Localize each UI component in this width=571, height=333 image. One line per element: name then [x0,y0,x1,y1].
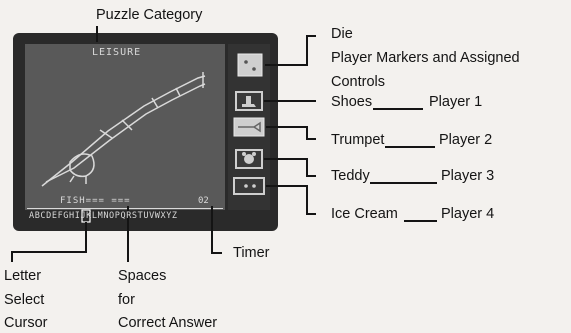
marker-name-ice-cream: Ice Cream [331,206,398,222]
marker-player-4: Player 4 [441,206,495,222]
die-icon [237,53,263,77]
letter-select-label-3: Cursor [4,315,48,331]
marker-name-teddy: Teddy [331,168,370,184]
ice-cream-icon [233,177,265,195]
callout-lines [11,26,437,262]
spaces-label-2: for [118,292,135,308]
marker-name-trumpet: Trumpet [331,132,385,148]
die-label: Die [331,26,353,42]
teddy-icon [235,149,263,169]
alphabet-divider [27,208,223,209]
letter-select-label-2: Select [4,292,45,308]
screen-category-label: LEISURE [92,47,142,58]
player-markers-label-2: Controls [331,74,385,90]
letter-select-label-1: Letter [4,268,42,284]
game-screen [25,44,225,210]
timer-label: Timer [233,245,270,261]
marker-player-3: Player 3 [441,168,495,184]
marker-player-2: Player 2 [439,132,493,148]
trumpet-icon [233,117,265,137]
spaces-label-3: Correct Answer [118,315,218,331]
spaces-label-1: Spaces [118,268,167,284]
marker-name-shoes: Shoes [331,94,373,110]
puzzle-picture [41,72,206,187]
player-markers-label-1: Player Markers and Assigned [331,50,520,66]
marker-player-1: Player 1 [429,94,483,110]
screen-word-spaces: FISH=== === [60,196,131,206]
shoe-icon [235,91,263,111]
puzzle-category-label: Puzzle Category [96,7,203,23]
screen-alphabet: ABCDEFGHIJKLMNOPQRSTUVWXYZ [29,211,178,221]
screen-timer-value: 02 [198,196,209,206]
